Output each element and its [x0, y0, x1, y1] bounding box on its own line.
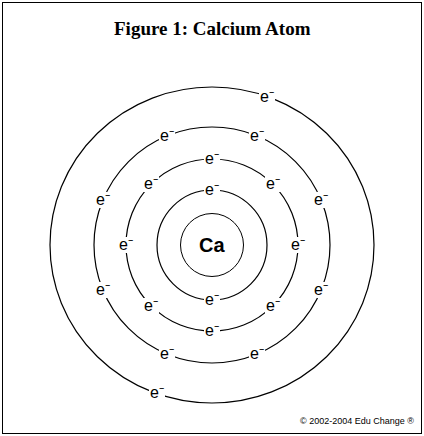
electron-label: e⁻ [313, 192, 329, 208]
electron-label: e⁻ [249, 128, 265, 144]
electron-label: e⁻ [159, 128, 175, 144]
element-symbol: Ca [199, 235, 225, 255]
copyright-note: © 2002-2004 Edu Change ® [300, 416, 414, 426]
figure-title: Figure 1: Calcium Atom [114, 18, 311, 40]
electron-label: e⁻ [204, 182, 220, 198]
electron-label: e⁻ [313, 282, 329, 298]
electron-label: e⁻ [265, 176, 281, 192]
electron-label: e⁻ [290, 237, 306, 253]
electron-label: e⁻ [143, 298, 159, 314]
electron-label: e⁻ [204, 292, 220, 308]
electron-label: e⁻ [204, 151, 220, 167]
figure-frame [3, 3, 422, 434]
electron-shell [94, 127, 330, 363]
electron-shell [126, 159, 298, 331]
electron-label: e⁻ [249, 346, 265, 362]
electron-label: e⁻ [118, 237, 134, 253]
electron-label: e⁻ [265, 298, 281, 314]
electron-label: e⁻ [149, 385, 165, 401]
electron-label: e⁻ [95, 192, 111, 208]
electron-label: e⁻ [259, 89, 275, 105]
electron-shell [157, 190, 267, 300]
nucleus-circle: Ca [180, 213, 244, 277]
electron-label: e⁻ [143, 176, 159, 192]
electron-shell [50, 87, 374, 403]
electron-label: e⁻ [159, 346, 175, 362]
electron-label: e⁻ [204, 323, 220, 339]
electron-label: e⁻ [95, 282, 111, 298]
